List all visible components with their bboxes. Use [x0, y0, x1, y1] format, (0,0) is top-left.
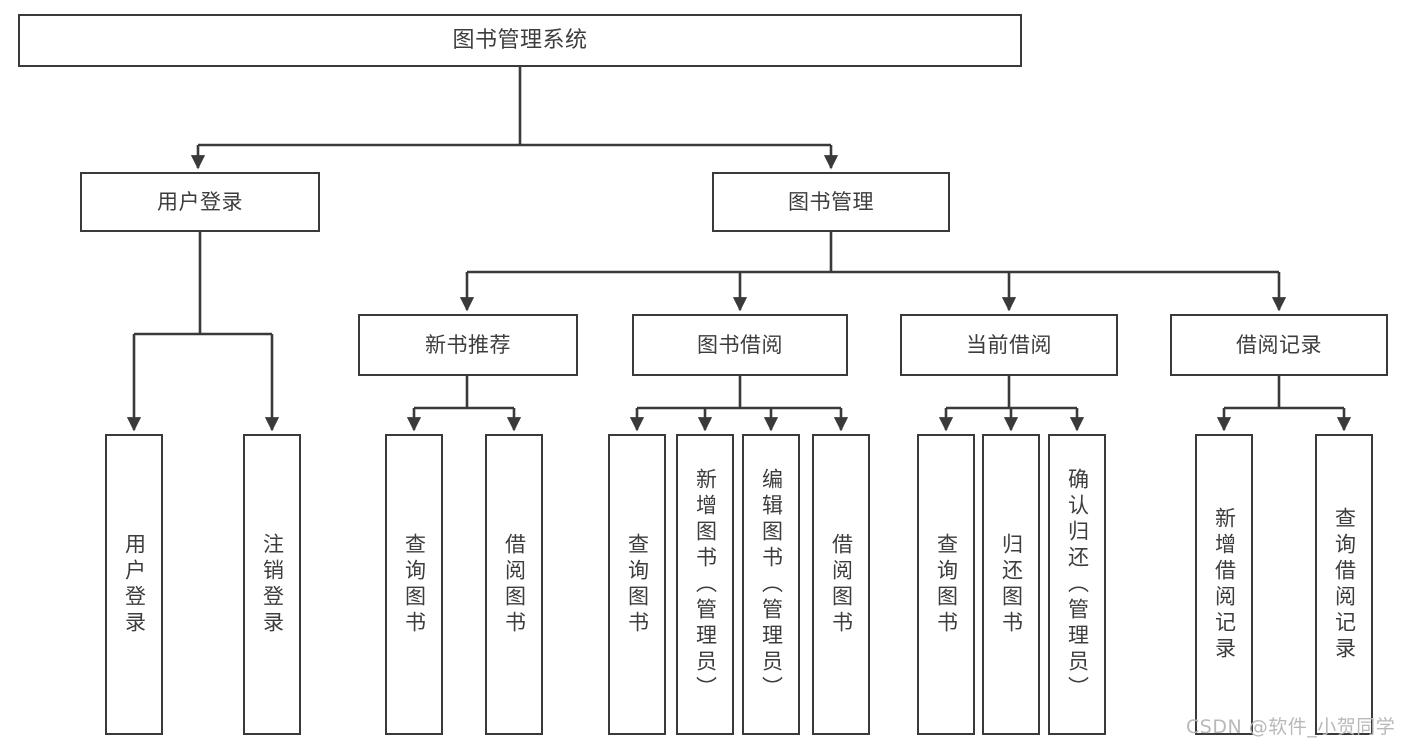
node-label: 查询图书	[934, 532, 959, 637]
node-label: 归还图书	[999, 532, 1024, 637]
node-label: 查询图书	[625, 532, 650, 637]
edge-new-book-rec-to-leaves	[406, 376, 522, 432]
node-label: 当前借阅	[966, 332, 1052, 357]
node-leaf-borrow-book-2[interactable]: 借阅图书	[812, 434, 870, 735]
edge-user-login-to-leaves	[126, 232, 280, 432]
edge-root-to-level2	[190, 67, 839, 170]
node-leaf-query-borrow-record[interactable]: 查询借阅记录	[1315, 434, 1373, 735]
node-leaf-return-book[interactable]: 归还图书	[982, 434, 1040, 735]
node-current-borrowing[interactable]: 当前借阅	[900, 314, 1118, 376]
node-label: 图书管理	[788, 189, 874, 214]
node-leaf-logout[interactable]: 注销登录	[243, 434, 301, 735]
node-leaf-query-book-3[interactable]: 查询图书	[917, 434, 975, 735]
node-label: 查询图书	[402, 532, 427, 637]
node-label: 确认归还（管理员）	[1065, 467, 1090, 702]
csdn-watermark: CSDN @软件_小贺同学	[1186, 716, 1396, 738]
node-new-book-recommendation[interactable]: 新书推荐	[358, 314, 578, 376]
node-label: 用户登录	[157, 189, 243, 214]
node-leaf-user-login[interactable]: 用户登录	[105, 434, 163, 735]
node-label: 新增图书（管理员）	[693, 467, 718, 702]
node-leaf-add-book[interactable]: 新增图书（管理员）	[676, 434, 734, 735]
node-leaf-add-borrow-record[interactable]: 新增借阅记录	[1195, 434, 1253, 735]
edge-borrow-record-to-leaves	[1216, 376, 1352, 432]
node-leaf-query-book-1[interactable]: 查询图书	[385, 434, 443, 735]
node-label: 用户登录	[122, 532, 147, 637]
node-leaf-query-book-2[interactable]: 查询图书	[608, 434, 666, 735]
node-label: 编辑图书（管理员）	[759, 467, 784, 702]
edge-book-manage-to-level3	[459, 232, 1287, 312]
edge-book-borrow-to-leaves	[629, 376, 849, 432]
node-leaf-confirm-return[interactable]: 确认归还（管理员）	[1048, 434, 1106, 735]
node-label: 图书管理系统	[452, 27, 588, 53]
node-label: 新增借阅记录	[1212, 506, 1237, 663]
node-leaf-borrow-book-1[interactable]: 借阅图书	[485, 434, 543, 735]
node-user-login[interactable]: 用户登录	[80, 172, 320, 232]
node-label: 借阅图书	[502, 532, 527, 637]
node-label: 新书推荐	[425, 332, 511, 357]
node-leaf-edit-book[interactable]: 编辑图书（管理员）	[742, 434, 800, 735]
edge-current-borrow-to-leaves	[938, 376, 1085, 432]
node-root-book-management-system[interactable]: 图书管理系统	[18, 14, 1022, 67]
node-book-borrowing[interactable]: 图书借阅	[632, 314, 848, 376]
node-label: 借阅记录	[1236, 332, 1322, 357]
node-label: 注销登录	[260, 532, 285, 637]
node-label: 图书借阅	[697, 332, 783, 357]
node-book-management[interactable]: 图书管理	[712, 172, 950, 232]
node-label: 借阅图书	[829, 532, 854, 637]
node-label: 查询借阅记录	[1332, 506, 1357, 663]
node-borrowing-record[interactable]: 借阅记录	[1170, 314, 1388, 376]
